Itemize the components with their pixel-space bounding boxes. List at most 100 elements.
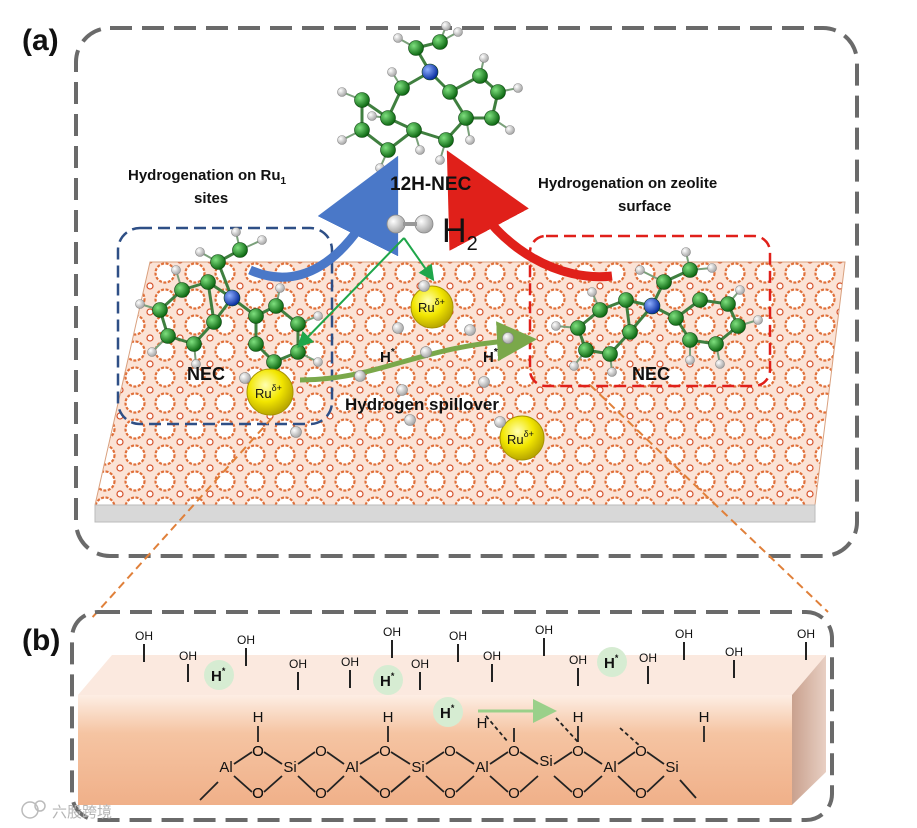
framework-atom: O xyxy=(444,785,456,802)
spillover-label: Hydrogen spillover xyxy=(345,395,499,414)
hydrogen-atom xyxy=(479,53,489,63)
oh-label: OH xyxy=(569,653,587,667)
framework-atom: H xyxy=(573,709,584,726)
oh-label: OH xyxy=(449,629,467,643)
oh-label: OH xyxy=(411,657,429,671)
carbon-atom xyxy=(708,336,724,352)
carbon-atom xyxy=(290,344,306,360)
hydrogen-atom xyxy=(135,299,145,309)
hydrogen-atom xyxy=(337,87,347,97)
framework-atom: Al xyxy=(345,759,358,776)
12h-nec-molecule xyxy=(337,21,523,173)
carbon-atom xyxy=(380,142,396,158)
framework-atom: Si xyxy=(539,753,552,770)
ru-sphere-1: Ruδ+ xyxy=(410,285,454,329)
oh-label: OH xyxy=(535,623,553,637)
hydrogen-atom xyxy=(171,265,181,275)
carbon-atom xyxy=(682,262,698,278)
framework-atom: H xyxy=(253,709,264,726)
carbon-atom xyxy=(622,324,638,340)
h2-molecule xyxy=(386,214,434,234)
surface-h-atom xyxy=(404,414,416,426)
surface-h-atom xyxy=(478,376,490,388)
framework-atom: O xyxy=(508,785,520,802)
ru-sphere-2: Ruδ+ xyxy=(246,368,294,416)
framework-atom: O xyxy=(252,785,264,802)
hydrogen-atom xyxy=(707,263,717,273)
hydrogen-atom xyxy=(313,311,323,321)
svg-text:H*: H* xyxy=(440,703,455,722)
ru-sphere-3: Ruδ+ xyxy=(499,415,545,461)
framework-atom: O xyxy=(508,743,520,760)
hydrogen-atom xyxy=(551,321,561,331)
hydrogen-atom xyxy=(191,359,201,369)
carbon-atom xyxy=(668,310,684,326)
hydrogen-atom xyxy=(685,355,695,365)
zoom-line-left xyxy=(89,417,273,621)
h2-split-arrow-left xyxy=(297,237,405,348)
carbon-atom xyxy=(438,132,454,148)
surface-h-atom xyxy=(392,322,404,334)
framework-atom: Al xyxy=(475,759,488,776)
hydrogen-atom xyxy=(147,347,157,357)
panel-a-frame xyxy=(74,26,859,558)
ru-site-box xyxy=(116,226,334,426)
carbon-atom xyxy=(354,122,370,138)
svg-text:Ruδ+: Ruδ+ xyxy=(418,297,445,315)
carbon-atom xyxy=(458,110,474,126)
oh-label: OH xyxy=(797,627,815,641)
watermark-text: 六股跨境 xyxy=(52,803,112,821)
carbon-atom xyxy=(592,302,608,318)
hydrogen-atom xyxy=(753,315,763,325)
oh-label: OH xyxy=(483,649,501,663)
hydrogen-atom xyxy=(513,83,523,93)
hydrogen-atom xyxy=(465,135,475,145)
carbon-atom xyxy=(200,274,216,290)
carbon-atom xyxy=(656,274,672,290)
carbon-atom xyxy=(692,292,708,308)
oh-label: OH xyxy=(725,645,743,659)
surface-h-atom xyxy=(290,426,302,438)
hstar-bubble-b1: H* xyxy=(204,660,234,690)
framework-atom: O xyxy=(444,743,456,760)
h2-split-arrow-right xyxy=(403,237,435,282)
carbon-atom xyxy=(442,84,458,100)
carbon-atom xyxy=(210,254,226,270)
oh-label: OH xyxy=(179,649,197,663)
carbon-atom xyxy=(290,316,306,332)
hydrogen-atom xyxy=(681,247,691,257)
carbon-atom xyxy=(720,296,736,312)
framework-atom: Al xyxy=(603,759,616,776)
surface-h-atom xyxy=(494,416,506,428)
hydrogen-atom xyxy=(505,125,515,135)
hydrogen-atom xyxy=(367,111,377,121)
hydrogen-atom xyxy=(569,361,579,371)
hydrogen-atom xyxy=(441,21,451,31)
carbon-atom xyxy=(682,332,698,348)
nec-molecule-left xyxy=(135,227,323,385)
framework-atom: O xyxy=(379,743,391,760)
surface-h-atom xyxy=(420,346,432,358)
spillover-arrow xyxy=(299,321,537,383)
hydrogen-atom xyxy=(435,155,445,165)
zeolite-slab-section xyxy=(78,655,826,805)
framework-atom: O xyxy=(252,785,264,802)
hydrogen-atom xyxy=(195,247,205,257)
carbon-atom xyxy=(408,40,424,56)
surface-h-atom xyxy=(418,280,430,292)
right-title-line1: Hydrogenation on zeolite xyxy=(538,175,717,192)
nitrogen-atom xyxy=(421,63,439,81)
surface-h-atom xyxy=(464,324,476,336)
carbon-atom xyxy=(160,328,176,344)
hstar-bubble-b3: H* xyxy=(597,647,627,677)
panel-b-label: (b) xyxy=(22,624,60,657)
carbon-atom xyxy=(484,110,500,126)
blue-arrow xyxy=(248,155,399,282)
oh-label: OH xyxy=(675,627,693,641)
carbon-atom xyxy=(432,34,448,50)
hydrogen-atom xyxy=(387,67,397,77)
nec-label-right: NEC xyxy=(632,364,670,384)
hydrogen-atom xyxy=(587,287,597,297)
